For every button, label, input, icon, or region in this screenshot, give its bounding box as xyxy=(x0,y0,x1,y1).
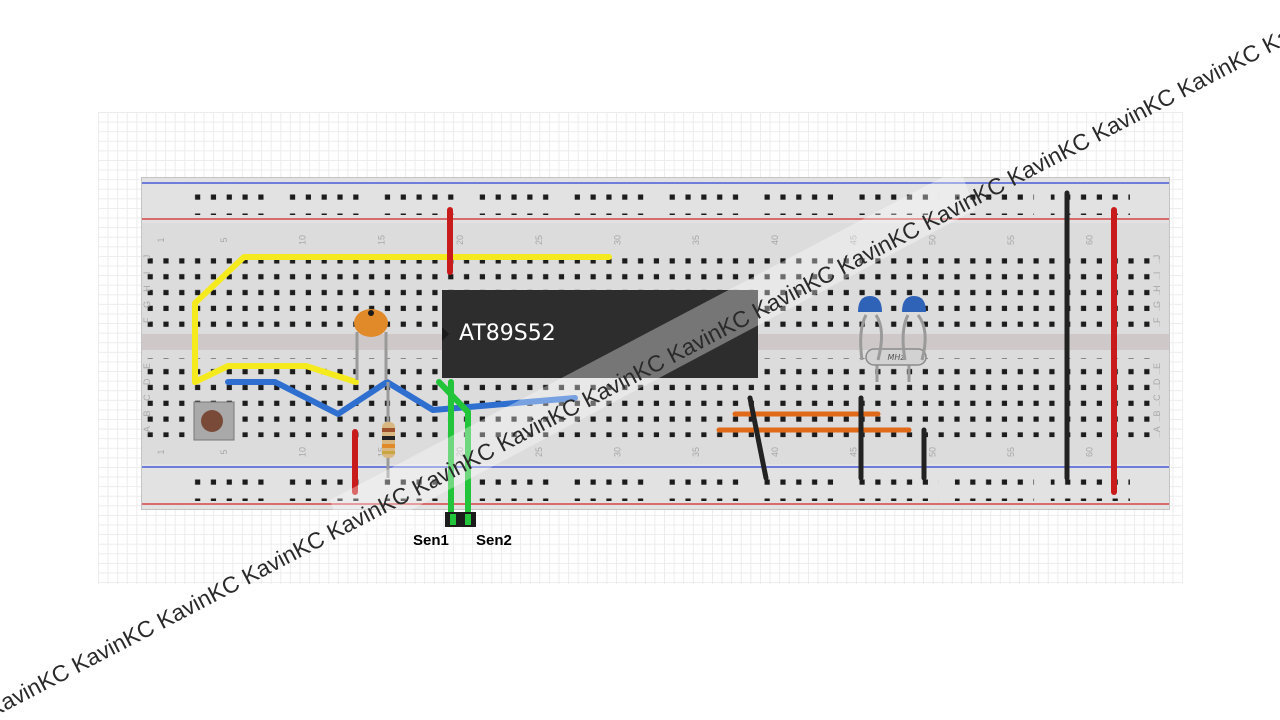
sensor-connector xyxy=(445,512,476,527)
row-letter-B-right: B xyxy=(1152,410,1162,416)
row-letter-I-left: I xyxy=(142,272,152,275)
rail-holes-bottom-3 xyxy=(475,471,555,501)
row-letter-D-right: D xyxy=(1152,378,1162,385)
sensor-2-label: Sen2 xyxy=(476,532,512,549)
black-wires xyxy=(747,190,1070,481)
column-number-top-25: 25 xyxy=(534,235,544,245)
column-number-top-1: 1 xyxy=(156,237,166,242)
column-number-bottom-1: 1 xyxy=(156,449,166,454)
column-number-bottom-45: 45 xyxy=(849,447,859,457)
column-number-top-35: 35 xyxy=(691,235,701,245)
rail-holes-bottom-0 xyxy=(188,471,268,501)
orange-wires xyxy=(716,411,912,433)
column-number-bottom-30: 30 xyxy=(612,447,622,457)
column-number-top-15: 15 xyxy=(376,235,386,245)
column-number-bottom-35: 35 xyxy=(691,447,701,457)
rail-holes-top-7 xyxy=(859,185,939,215)
row-letter-B-left: B xyxy=(142,410,152,416)
column-number-top-45: 45 xyxy=(849,235,859,245)
wire-black-1 xyxy=(747,395,769,481)
red-wires xyxy=(352,207,1117,495)
rail-holes-top-3 xyxy=(475,185,555,215)
row-letter-F-right: F xyxy=(1152,317,1162,323)
rail-holes-top-1 xyxy=(283,185,363,215)
rail-holes-bottom-2 xyxy=(379,471,459,501)
wire-green-sen2 xyxy=(436,379,471,523)
column-number-top-40: 40 xyxy=(770,235,780,245)
row-letter-H-left: H xyxy=(142,285,152,292)
rail-holes-bottom-1 xyxy=(283,471,363,501)
column-number-top-60: 60 xyxy=(1085,235,1095,245)
push-button xyxy=(193,401,235,441)
row-letter-J-right: J xyxy=(1152,255,1162,260)
column-number-top-20: 20 xyxy=(455,235,465,245)
row-letter-J-left: J xyxy=(142,255,152,260)
column-number-bottom-25: 25 xyxy=(534,447,544,457)
row-letter-A-left: A xyxy=(142,426,152,432)
row-letter-C-right: C xyxy=(1152,394,1162,401)
crystal-label: MHz xyxy=(887,353,905,362)
row-letter-F-left: F xyxy=(142,317,152,323)
column-number-bottom-60: 60 xyxy=(1085,447,1095,457)
at89s52-chip: AT89S52 xyxy=(442,290,758,378)
column-number-top-50: 50 xyxy=(927,235,937,245)
row-letter-D-left: D xyxy=(142,378,152,385)
sensor-1-label: Sen1 xyxy=(413,532,449,549)
column-number-bottom-15: 15 xyxy=(376,447,386,457)
column-number-top-5: 5 xyxy=(219,237,229,242)
rail-holes-bottom-5 xyxy=(667,471,747,501)
row-letter-E-right: E xyxy=(1152,363,1162,369)
column-number-bottom-55: 55 xyxy=(1006,447,1016,457)
row-letter-I-right: I xyxy=(1152,272,1162,275)
rail-holes-top-0 xyxy=(188,185,268,215)
rail-holes-top-5 xyxy=(667,185,747,215)
row-letter-E-left: E xyxy=(142,363,152,369)
row-letter-H-right: H xyxy=(1152,285,1162,292)
rail-holes-bottom-9 xyxy=(1050,471,1130,501)
column-number-bottom-10: 10 xyxy=(298,447,308,457)
ceramic-capacitor xyxy=(354,309,388,380)
column-number-top-55: 55 xyxy=(1006,235,1016,245)
chip-label: AT89S52 xyxy=(459,321,556,346)
resistor xyxy=(382,382,395,478)
capacitor-right xyxy=(901,296,927,361)
capacitor-left xyxy=(858,296,883,361)
column-number-top-30: 30 xyxy=(612,235,622,245)
rail-holes-top-9 xyxy=(1050,185,1130,215)
column-number-bottom-20: 20 xyxy=(455,447,465,457)
row-letter-C-left: C xyxy=(142,394,152,401)
row-letter-G-right: G xyxy=(1152,301,1162,308)
wire-blue xyxy=(225,379,578,417)
wire-yellow-bottom xyxy=(192,363,359,385)
rail-holes-bottom-8 xyxy=(954,471,1035,501)
yellow-wires xyxy=(192,254,612,385)
row-letter-G-left: G xyxy=(142,301,152,308)
column-number-bottom-50: 50 xyxy=(927,447,937,457)
rail-holes-top-4 xyxy=(571,185,651,215)
column-number-bottom-40: 40 xyxy=(770,447,780,457)
breadboard-labels: 1155101015152020252530303535404045455050… xyxy=(142,235,1162,457)
rail-holes-top-2 xyxy=(379,185,459,215)
rail-holes-bottom-4 xyxy=(571,471,651,501)
green-sensor-wires xyxy=(436,379,471,523)
rail-holes-top-8 xyxy=(954,185,1035,215)
row-letter-A-right: A xyxy=(1152,426,1162,432)
column-number-bottom-5: 5 xyxy=(219,449,229,454)
rail-holes-top-6 xyxy=(763,185,843,215)
column-number-top-10: 10 xyxy=(298,235,308,245)
rail-holes-bottom-6 xyxy=(763,471,843,501)
wire-yellow-top xyxy=(192,254,612,385)
